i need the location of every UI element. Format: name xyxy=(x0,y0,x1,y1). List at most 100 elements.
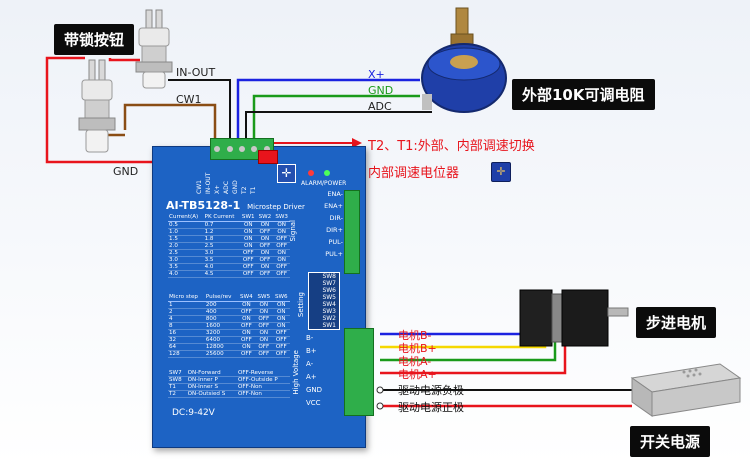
table-cell: 4.0 xyxy=(168,270,204,278)
wire-adc xyxy=(245,111,432,140)
tag-stepper-motor: 步进电机 xyxy=(636,307,717,338)
table-cell: 12800 xyxy=(204,343,238,351)
table-cell: ON-Inner P xyxy=(186,376,237,384)
table-cell: ON xyxy=(237,301,256,309)
table-cell: ON xyxy=(237,329,256,337)
pin-label: SW2 xyxy=(322,315,336,322)
table-cell: ON xyxy=(239,242,257,250)
pin-label: SW5 xyxy=(322,294,336,301)
table-cell: OFF-Non xyxy=(236,383,290,391)
table-cell: 3.5 xyxy=(203,256,240,264)
table-cell: ON xyxy=(237,315,256,323)
label-gnd-left: GND xyxy=(113,165,139,178)
pin-label: PUL+ xyxy=(325,250,343,258)
table-cell: ON-Forward xyxy=(186,370,237,377)
driver-internal-pot-icon: ✛ xyxy=(277,164,296,183)
pin-label: ENA+ xyxy=(324,202,343,210)
table-cell: OFF xyxy=(237,350,256,358)
table-cell: OFF xyxy=(237,336,256,344)
label-adc: ADC xyxy=(368,100,392,113)
table-cell: ON xyxy=(239,221,257,229)
table-cell: ON xyxy=(255,336,273,344)
term-label: X+ xyxy=(214,184,221,194)
table-cell: ON xyxy=(273,249,290,257)
table-cell: OFF xyxy=(273,242,290,250)
table-cell: 2.5 xyxy=(168,249,204,257)
table-cell: 8 xyxy=(168,322,205,330)
signal-pin-labels: ENA-ENA+DIR-DIR+PUL-PUL+ xyxy=(307,190,343,258)
table-cell: ON xyxy=(255,301,273,309)
table-header-cell: Pulse/rev xyxy=(204,293,238,302)
table-cell: ON-Outsied S xyxy=(186,390,237,398)
table-cell: 3200 xyxy=(204,329,238,337)
term-label: ADC xyxy=(223,181,230,194)
hv-terminal-block xyxy=(344,328,374,416)
table-cell: 25600 xyxy=(204,350,238,358)
table-cell: ON xyxy=(273,228,290,236)
table-header-row: Micro step Pulse/rev SW4 SW5 SW6 xyxy=(168,293,290,302)
terminal-screw xyxy=(263,146,270,152)
table-cell: OFF xyxy=(272,329,290,337)
pin-label: A- xyxy=(306,360,314,368)
dip-switch-block xyxy=(308,272,340,330)
table-cell: 3.0 xyxy=(168,256,204,264)
table-cell: OFF xyxy=(239,256,257,264)
table-cell: 0.5 xyxy=(168,221,204,229)
label-motor-a-plus: 电机A+ xyxy=(398,368,437,381)
terminal-screw xyxy=(251,146,258,152)
term-label: CW1 xyxy=(196,180,203,194)
table-cell: 3.5 xyxy=(168,263,204,271)
table-cell: OFF xyxy=(256,242,274,250)
table-cell: OFF xyxy=(256,270,274,278)
signal-terminal-block xyxy=(344,190,360,274)
table-cell: OFF xyxy=(256,256,274,264)
table-cell: 2.5 xyxy=(203,242,240,250)
table-cell: OFF-Outside P xyxy=(236,376,290,384)
table-cell: ON xyxy=(256,249,274,257)
terminal-screw xyxy=(226,146,233,152)
table-cell: OFF xyxy=(272,343,290,351)
table-header-cell: PK Current xyxy=(203,213,240,222)
internal-pot-component-icon: ✛ xyxy=(491,162,511,182)
table-cell: 3.0 xyxy=(203,249,240,257)
wire-gnd-left-2 xyxy=(108,58,140,62)
table-header-cell: Current(A) xyxy=(168,213,204,222)
arrow-t2-t1 xyxy=(352,138,362,148)
label-motor-b-minus: 电机B- xyxy=(398,329,432,342)
table-cell: 800 xyxy=(204,315,238,323)
table-cell: ON xyxy=(272,315,290,323)
label-psu-negative: 驱动电源负极 xyxy=(398,384,464,397)
table-cell: ON-Inner S xyxy=(186,383,237,391)
tag-latch-button: 带锁按钮 xyxy=(54,24,135,55)
term-label: IN-OUT xyxy=(205,172,212,194)
table-cell: ON xyxy=(255,308,273,316)
table-cell: OFF xyxy=(273,263,290,271)
label-motor-b-plus: 电机B+ xyxy=(398,342,437,355)
pin-label: SW4 xyxy=(322,301,336,308)
alarm-power-label: ALARM/POWER xyxy=(301,180,347,187)
table-cell: OFF xyxy=(255,315,273,323)
table-cell: 1.5 xyxy=(168,235,204,243)
table-cell: ON xyxy=(239,228,257,236)
wire-cw1 xyxy=(123,103,217,140)
table-cell: ON xyxy=(272,308,290,316)
setting-label: Setting xyxy=(297,292,305,318)
table-cell: SW8 xyxy=(168,376,187,384)
table-cell: 64 xyxy=(168,343,205,351)
external-pot-icon xyxy=(421,7,507,113)
table-cell: OFF xyxy=(255,350,273,358)
pin-label: SW6 xyxy=(322,287,336,294)
table-cell: 1 xyxy=(168,301,205,309)
table-cell: 4 xyxy=(168,315,205,323)
table-cell: 16 xyxy=(168,329,205,337)
